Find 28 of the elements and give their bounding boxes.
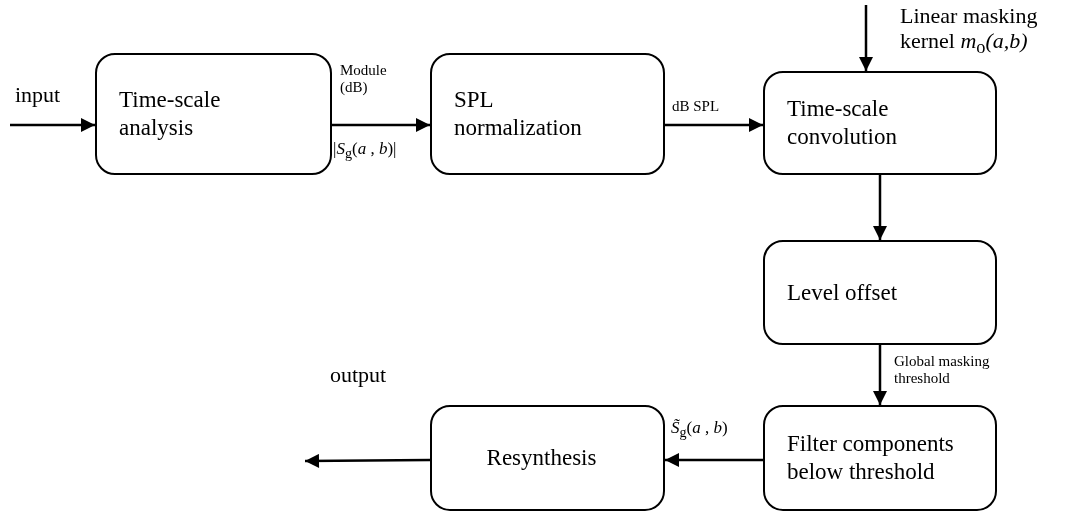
edge-label: input xyxy=(15,82,61,108)
process-box xyxy=(430,405,665,511)
box-label: SPL normalization xyxy=(453,86,583,142)
arrow xyxy=(859,5,873,71)
arrow xyxy=(332,118,430,132)
arrow xyxy=(305,453,430,468)
process-box xyxy=(430,53,665,175)
edge-label: dB SPL xyxy=(672,98,720,116)
process-box xyxy=(95,53,332,175)
arrow xyxy=(873,345,887,405)
arrow xyxy=(665,453,763,467)
box-label: Time-scale convolution xyxy=(786,95,898,151)
box-label: Resynthesis xyxy=(486,444,598,472)
process-box xyxy=(763,71,997,175)
arrow xyxy=(10,118,95,132)
math-label: |S$_{g}$(a , b)| xyxy=(333,139,397,162)
process-box xyxy=(763,405,997,511)
box-label: Time-scale analysis xyxy=(118,86,222,142)
box-label: Level offset xyxy=(786,278,899,307)
edge-label: output xyxy=(330,362,387,388)
edge-label: S̃$_{g}$(a , b) xyxy=(671,418,728,441)
arrow xyxy=(665,118,763,132)
box-label: Filter components below threshold xyxy=(786,430,955,486)
edge-label: Linear masking kernel m$_{o}$(a,b) xyxy=(900,3,1039,59)
edge-label: Module (dB) xyxy=(340,62,388,97)
arrow xyxy=(873,175,887,240)
process-box xyxy=(763,240,997,345)
edge-label: Global masking threshold xyxy=(894,353,991,388)
